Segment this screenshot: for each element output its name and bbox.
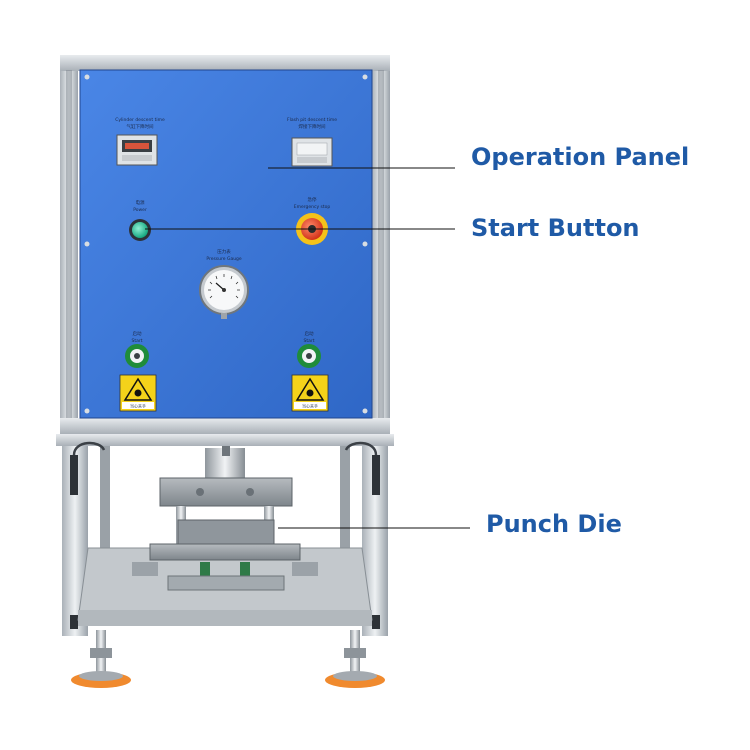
power-label-cn: 电源 [136, 199, 145, 206]
gauge-label: Pressure Gauge [206, 256, 242, 262]
start-right-label: Start [304, 338, 315, 344]
start-left-label-cn: 启动 [133, 330, 142, 337]
start-button-left[interactable]: 启动 Start [125, 330, 149, 368]
warning-left-text: 当心夹手 [130, 403, 146, 409]
timer-right-label: Flash pit descent time [287, 117, 337, 123]
power-label: Power [133, 207, 147, 213]
timer-right: Flash pit descent time 焊接下降时间 [287, 117, 337, 167]
timer-right-label-cn: 焊接下降时间 [299, 123, 326, 130]
punch-die [132, 446, 318, 591]
start-button-right[interactable]: 启动 Start [297, 330, 321, 368]
start-left-label: Start [132, 338, 143, 344]
warning-sticker-left: 当心夹手 [119, 374, 157, 412]
estop-label-cn: 急停 [308, 196, 317, 203]
lower-frame [56, 434, 394, 636]
pressure-gauge: 压力表 Pressure Gauge [199, 248, 249, 319]
gauge-label-cn: 压力表 [217, 248, 231, 255]
foot-right [325, 630, 385, 688]
warning-hand-icon [123, 377, 153, 401]
estop-label: Emergency stop [294, 204, 331, 210]
warning-right-text: 当心夹手 [302, 403, 318, 409]
upper-frame [60, 55, 390, 435]
start-button-callout: Start Button [471, 214, 640, 242]
warning-sticker-right: 当心夹手 [291, 374, 329, 412]
power-button[interactable]: 电源 Power [129, 199, 151, 241]
timer-left-label-cn: 气缸下降时间 [127, 123, 154, 130]
timer-left: Cylinder descent time 气缸下降时间 [115, 117, 165, 166]
start-right-label-cn: 启动 [305, 330, 314, 337]
timer-left-label: Cylinder descent time [115, 117, 165, 123]
operation-panel-callout: Operation Panel [471, 143, 690, 171]
foot-left [71, 630, 131, 688]
punch-die-callout: Punch Die [486, 510, 622, 538]
warning-hand-icon [295, 377, 325, 401]
